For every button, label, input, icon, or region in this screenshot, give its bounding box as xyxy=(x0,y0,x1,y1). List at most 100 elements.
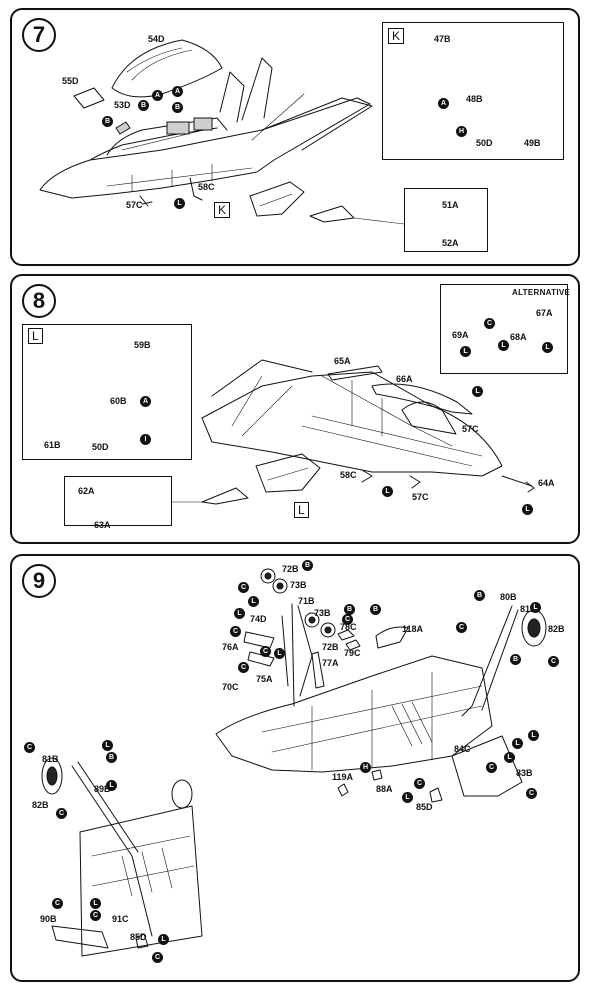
cement-marker: C xyxy=(90,910,101,921)
cement-marker: L xyxy=(460,346,471,357)
part-label: 85D xyxy=(416,802,433,812)
part-label: 72B xyxy=(282,564,299,574)
part-label: 62A xyxy=(78,486,95,496)
cement-marker: L xyxy=(106,780,117,791)
cement-marker: L xyxy=(528,730,539,741)
cement-marker: B xyxy=(344,604,355,615)
cement-marker: C xyxy=(548,656,559,667)
part-label: 78C xyxy=(340,622,357,632)
cement-marker: C xyxy=(56,808,67,819)
inset-l-box xyxy=(22,324,192,460)
cement-marker: B xyxy=(510,654,521,665)
cement-marker: C xyxy=(24,742,35,753)
cement-marker: L xyxy=(102,740,113,751)
cement-marker: L xyxy=(522,504,533,515)
cement-marker: C xyxy=(238,662,249,673)
part-label: 57C xyxy=(462,424,479,434)
inset-51-52-box xyxy=(404,188,488,252)
part-label: 55D xyxy=(62,76,79,86)
cement-marker: C xyxy=(230,626,241,637)
part-label: 50D xyxy=(92,442,109,452)
part-label: 76A xyxy=(222,642,239,652)
part-label: 53D xyxy=(114,100,131,110)
cement-marker: C xyxy=(152,952,163,963)
alternative-label: Alternative xyxy=(512,288,571,297)
part-label: 79C xyxy=(344,648,361,658)
cement-marker: B xyxy=(172,102,183,113)
cement-marker: B xyxy=(138,100,149,111)
part-label: 49B xyxy=(524,138,541,148)
part-label: 81B xyxy=(42,754,59,764)
cement-marker: B xyxy=(474,590,485,601)
part-label: 85D xyxy=(130,932,147,942)
cement-marker: L xyxy=(248,596,259,607)
cement-marker: L xyxy=(472,386,483,397)
part-label: 118A xyxy=(402,624,424,634)
cement-marker: L xyxy=(402,792,413,803)
part-label: 51A xyxy=(442,200,459,210)
part-label: 64A xyxy=(538,478,555,488)
cement-marker: L xyxy=(512,738,523,749)
cement-marker: B xyxy=(106,752,117,763)
cement-marker: A xyxy=(172,86,183,97)
part-label: 88A xyxy=(376,784,393,794)
cement-marker: C xyxy=(238,582,249,593)
cement-marker: I xyxy=(140,434,151,445)
part-label: 91C xyxy=(112,914,129,924)
cement-marker: L xyxy=(174,198,185,209)
part-label: 69A xyxy=(452,330,469,340)
part-label: 119A xyxy=(332,772,354,782)
cement-marker: C xyxy=(414,778,425,789)
part-label: 81B xyxy=(520,604,537,614)
cement-marker: H xyxy=(456,126,467,137)
cement-marker: A xyxy=(438,98,449,109)
part-label: 65A xyxy=(334,356,351,366)
cement-marker: L xyxy=(504,752,515,763)
cement-marker: C xyxy=(526,788,537,799)
part-label: 59B xyxy=(134,340,151,350)
cement-marker: L xyxy=(274,648,285,659)
cement-marker: C xyxy=(486,762,497,773)
part-label: 54D xyxy=(148,34,165,44)
part-label: 52A xyxy=(442,238,459,248)
part-label: 84C xyxy=(454,744,471,754)
inset-62-63-box xyxy=(64,476,172,526)
step-9-panel: 9 72B 73B 71B 73B 72B 74D 78C 79C 118A 7… xyxy=(10,554,580,982)
part-label: 73B xyxy=(314,608,331,618)
inset-k-tag: K xyxy=(388,28,405,44)
part-label: 89B xyxy=(94,784,111,794)
part-label: 71B xyxy=(298,596,315,606)
cement-marker: L xyxy=(158,934,169,945)
part-label: 77A xyxy=(322,658,339,668)
inset-l-tag: L xyxy=(28,328,43,344)
part-label: 73B xyxy=(290,580,307,590)
cement-marker: B xyxy=(370,604,381,615)
part-label: 75A xyxy=(256,674,273,684)
cement-marker: A xyxy=(152,90,163,101)
cement-marker: L xyxy=(530,602,541,613)
part-label: 90B xyxy=(40,914,57,924)
part-label: 50D xyxy=(476,138,493,148)
part-label: 68A xyxy=(510,332,527,342)
part-label: 83B xyxy=(516,768,533,778)
cement-marker: A xyxy=(140,396,151,407)
part-label: 47B xyxy=(434,34,451,44)
part-label: 57C xyxy=(126,200,143,210)
part-label: 48B xyxy=(466,94,483,104)
alternative-inset-box xyxy=(440,284,568,374)
cement-marker: L xyxy=(542,342,553,353)
part-label: 63A xyxy=(94,520,111,530)
cement-marker: L xyxy=(90,898,101,909)
part-label: 82B xyxy=(548,624,565,634)
cement-marker: L xyxy=(382,486,393,497)
step-8-panel: 8 L L Alternative 59B 60B 61B 50D 65A 66… xyxy=(10,274,580,544)
cement-marker: C xyxy=(260,646,271,657)
step-7-panel: 7 K K 54D 55D 53D 58C 57C 47B 48B 49B 50… xyxy=(10,8,580,266)
cement-marker: L xyxy=(498,340,509,351)
cement-marker: H xyxy=(360,762,371,773)
callout-k-tag: K xyxy=(214,202,231,218)
part-label: 58C xyxy=(198,182,215,192)
part-label: 61B xyxy=(44,440,61,450)
part-label: 57C xyxy=(412,492,429,502)
part-label: 74D xyxy=(250,614,267,624)
